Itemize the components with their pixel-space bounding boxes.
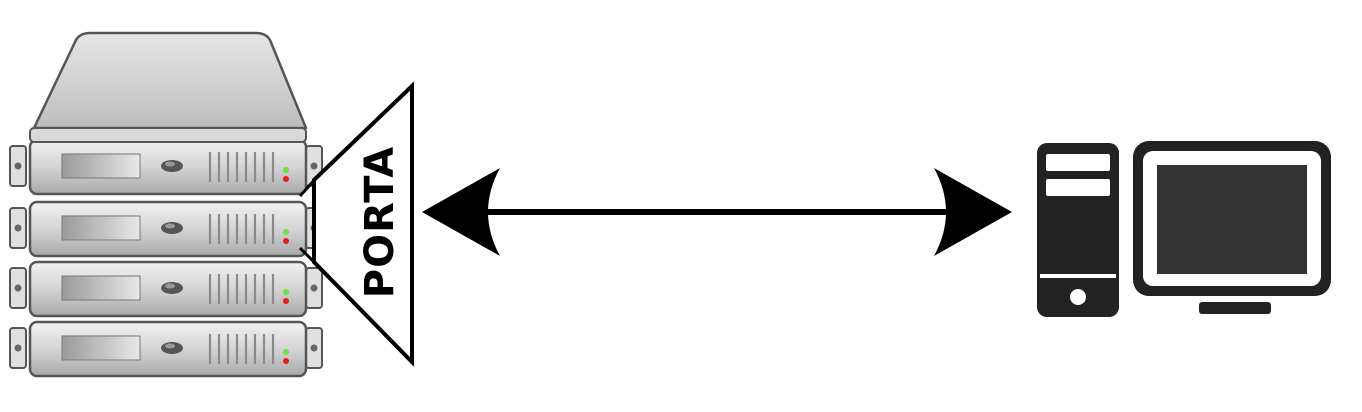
server-unit-2 — [8, 200, 324, 258]
server-rack-icon — [8, 31, 324, 378]
server-unit-3 — [8, 260, 324, 318]
server-unit-1 — [8, 138, 324, 196]
server-unit-4 — [8, 320, 324, 378]
desktop-computer-icon — [1037, 141, 1331, 317]
double-headed-arrow — [422, 168, 1012, 256]
monitor-stand — [1199, 302, 1271, 314]
port-label: PORTA — [357, 145, 403, 299]
port-triangle — [312, 81, 414, 367]
